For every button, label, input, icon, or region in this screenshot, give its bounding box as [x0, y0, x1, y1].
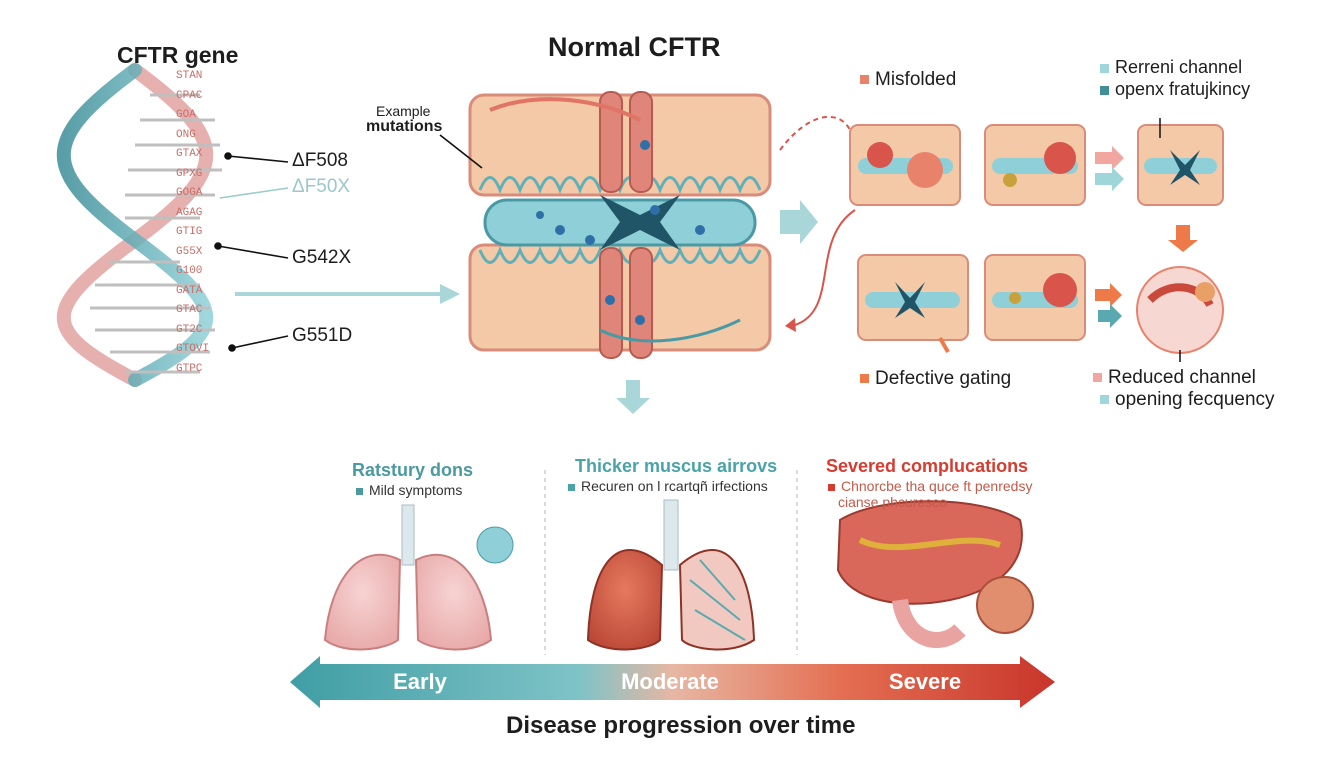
- mutations-label: mutations: [366, 118, 443, 135]
- sequence-item: G55X: [176, 245, 203, 258]
- example-mutations-pointer: [439, 134, 483, 169]
- reduced-label-1: Reduced channel: [1093, 367, 1256, 389]
- pink-square-icon: [1093, 373, 1102, 383]
- stage-moderate-subtitle-text: Recuren on l rcartqñ irfections: [581, 478, 768, 494]
- orange-square-icon: [860, 374, 869, 384]
- misfolded-text: Misfolded: [875, 69, 957, 90]
- zoom-detail-icon: [1136, 266, 1224, 354]
- defective-gating-text: Defective gating: [875, 368, 1012, 389]
- teal-square-icon: [356, 487, 363, 495]
- gene-sequence-list: STAN CPAC GOA ONG GTAX GPXG GOGA AGAG GT…: [176, 67, 236, 379]
- damaged-organ-icon: [836, 500, 1034, 648]
- sequence-item: GOA: [176, 109, 196, 121]
- progression-early-label: Early: [393, 669, 447, 694]
- teal-square-icon: [568, 483, 575, 491]
- to-defects-arrow: [780, 200, 818, 244]
- sequence-item: GOGA: [176, 187, 203, 199]
- sequence-item: GTPC: [176, 362, 203, 375]
- channel-label-2: openx fratujkincy: [1100, 79, 1250, 100]
- progression-severe-label: Severe: [888, 669, 962, 694]
- stage-severe-subtitle-text: Chnorcbe tha quce ft penredsy: [841, 478, 1033, 494]
- mutation-label-g551d: G551D: [292, 325, 353, 346]
- progression-bar: [290, 656, 1055, 708]
- mutation-label-g542x: G542X: [292, 247, 352, 268]
- sequence-item: CPAC: [176, 89, 203, 102]
- stage-moderate-title: Thicker muscus airrovs: [575, 456, 778, 476]
- sequence-item: GTOVI: [176, 343, 210, 355]
- sequence-item: GPXG: [176, 167, 203, 180]
- mutation-label-df50x: ΔF50X: [292, 176, 351, 197]
- dashed-connector: [779, 116, 851, 151]
- healthy-lungs-icon: [323, 504, 514, 651]
- mutation-label-df508: ΔF508: [292, 150, 348, 171]
- light-teal-square-icon: [1100, 63, 1109, 73]
- stage-early-title: Ratstury dons: [352, 460, 474, 480]
- sequence-item: GATA: [176, 284, 203, 297]
- progression-caption: Disease progression over time: [506, 712, 856, 739]
- teal-square-icon: [1100, 85, 1109, 95]
- channel-text-1: Rerreni channel: [1115, 57, 1243, 77]
- stage-early-subtitle-text: Mild symptoms: [369, 482, 463, 498]
- salmon-square-icon: [860, 75, 869, 85]
- channel-label-1: Rerreni channel: [1100, 57, 1242, 78]
- progression-moderate-label: Moderate: [621, 669, 719, 694]
- light-teal-square-icon: [1100, 395, 1109, 405]
- sequence-item: GTAC: [176, 304, 203, 316]
- stage-severe-subtitle: Chnorcbe tha quce ft penredsy: [828, 478, 1032, 494]
- channel-text-2: openx fratujkincy: [1115, 79, 1251, 99]
- misfolded-label: Misfolded: [860, 69, 956, 91]
- protein-to-stages-arrow: [616, 380, 650, 414]
- stage-severe-subtitle-2: cianse phcuresco: [838, 494, 947, 510]
- sequence-item: GTAX: [176, 148, 203, 160]
- defect-flow-arrows: [938, 118, 1198, 353]
- mutation-pointers: [214, 152, 289, 352]
- normal-cftr-title: Normal CFTR: [548, 32, 721, 62]
- reduced-text-1: Reduced channel: [1108, 367, 1256, 388]
- sequence-item: GT2C: [176, 323, 203, 336]
- sequence-item: STAN: [176, 70, 203, 82]
- reduced-text-2: opening fecquency: [1115, 389, 1275, 410]
- sequence-item: G100: [176, 265, 203, 277]
- red-loop-connector: [794, 209, 856, 326]
- defective-gating-label: Defective gating: [860, 368, 1011, 390]
- stage-moderate-subtitle: Recuren on l rcartqñ irfections: [568, 478, 768, 494]
- defect-channel-grid: [849, 124, 1224, 362]
- example-label: Example: [376, 103, 431, 119]
- stage-severe-title: Severed complucations: [826, 456, 1029, 476]
- sequence-item: AGAG: [176, 206, 203, 219]
- normal-cftr-channel-icon: [468, 91, 772, 359]
- gene-title: CFTR gene: [117, 42, 239, 68]
- progression-labels: Early Moderate Severe: [290, 662, 1055, 702]
- red-square-icon: [828, 483, 835, 491]
- sequence-item: GTIG: [176, 226, 203, 238]
- reduced-label-2: opening fecquency: [1100, 389, 1275, 411]
- stage-early-subtitle: Mild symptoms: [356, 482, 462, 498]
- dna-helix-icon: [56, 63, 222, 387]
- infected-lungs-icon: [586, 499, 756, 651]
- gene-to-protein-arrow: [235, 284, 460, 304]
- sequence-item: ONG: [176, 128, 196, 141]
